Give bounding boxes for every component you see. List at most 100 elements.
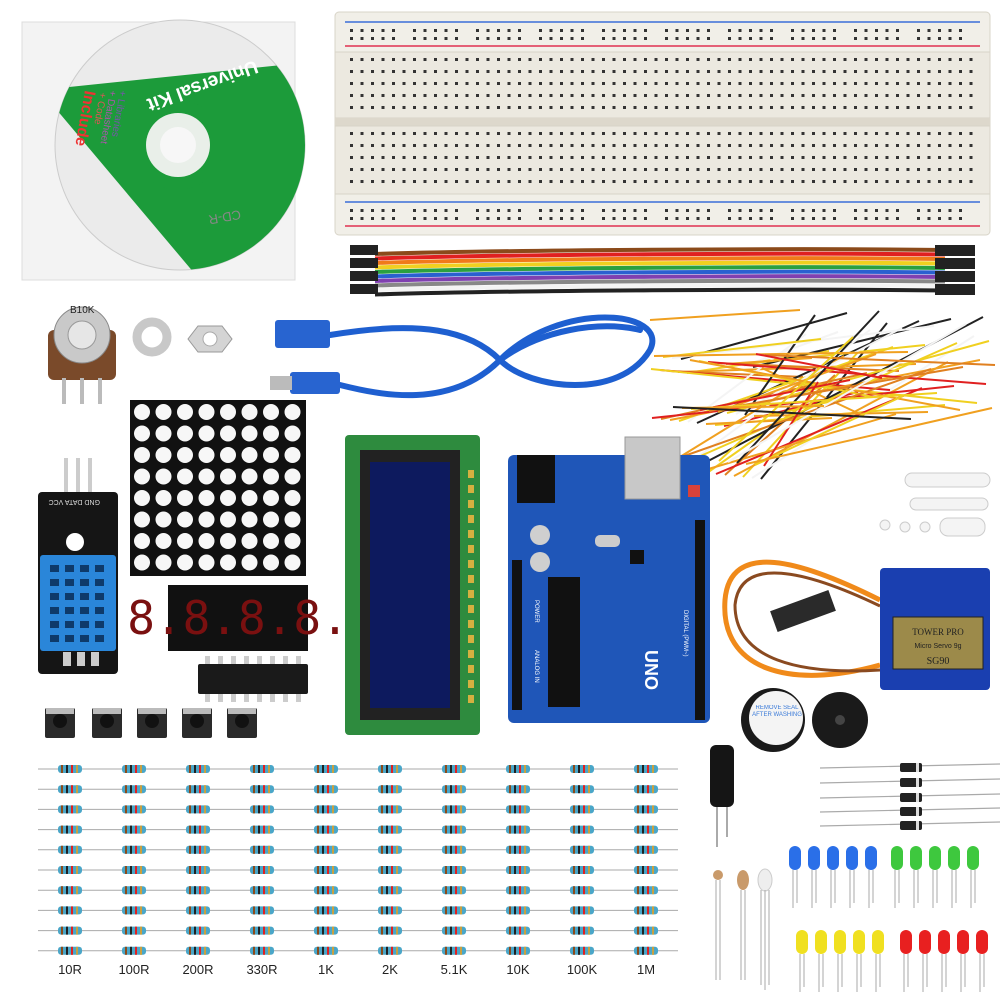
matrix-dot — [155, 511, 172, 528]
lcd-pin — [468, 635, 474, 643]
lcd-pin — [468, 485, 474, 493]
electrolytic-capacitor — [710, 745, 734, 847]
resistor-value-label: 10R — [58, 962, 82, 977]
resistor-value-label: 200R — [182, 962, 214, 977]
ic-pin — [218, 656, 223, 664]
ribbon-socket — [935, 284, 975, 295]
dht-vent — [80, 593, 89, 600]
matrix-dot — [263, 490, 279, 506]
servo-model: SG90 — [927, 656, 950, 667]
jumper-wire — [672, 406, 912, 420]
matrix-dot — [263, 511, 279, 528]
dc-jack — [517, 455, 555, 503]
ic-pin — [231, 656, 236, 664]
matrix-dot — [284, 490, 301, 506]
matrix-dot — [284, 468, 301, 485]
arduino-digital-label: DIGITAL (PWM~) — [682, 610, 688, 657]
dht-vent — [65, 565, 74, 572]
usb-b-port — [624, 436, 681, 500]
jumper-wire — [677, 363, 917, 373]
ribbon-pin — [350, 284, 378, 294]
jumper-wire — [707, 361, 987, 385]
matrix-dot — [134, 425, 150, 442]
dht-vent — [50, 607, 59, 614]
led — [891, 846, 903, 870]
ribbon-wire — [374, 287, 946, 297]
lcd-pin — [468, 650, 474, 658]
jumper-wire — [718, 336, 854, 462]
dht-vent — [80, 565, 89, 572]
cd-disc: Universal Kit Include + Code + Datasheet… — [54, 19, 306, 271]
matrix-dot — [198, 447, 215, 463]
dht-vent — [65, 635, 74, 642]
matrix-dot — [220, 468, 236, 485]
ic-pin — [270, 656, 275, 664]
lcd-pin — [468, 665, 474, 673]
matrix-dot — [198, 425, 215, 442]
jumper-wire — [662, 338, 822, 358]
matrix-dot — [155, 554, 172, 571]
matrix-dot — [134, 468, 150, 485]
ribbon-wire — [374, 247, 946, 256]
jumper-wire — [650, 368, 978, 404]
led — [846, 846, 858, 870]
resistor-value-label: 1M — [636, 962, 656, 977]
matrix-dot — [155, 404, 172, 420]
matrix-dot — [220, 404, 236, 420]
ic-pin — [257, 694, 262, 702]
passive-buzzer — [812, 692, 868, 748]
lcd-pin — [468, 590, 474, 598]
dht-vent — [95, 565, 104, 572]
jumper-wire — [652, 368, 932, 468]
jumper-wire — [717, 353, 877, 413]
reset-button — [688, 485, 700, 497]
ic-pin — [205, 656, 210, 664]
lcd-pin — [468, 680, 474, 688]
ic-pin — [283, 656, 288, 664]
matrix-dot — [241, 511, 258, 528]
dht-vent — [50, 593, 59, 600]
arduino-analog-label: ANALOG IN — [533, 650, 539, 683]
dht-vent — [95, 579, 104, 586]
ribbon-jumper-cable — [350, 245, 975, 297]
jumper-wire — [649, 309, 801, 321]
resistor-value-label: 5.1K — [440, 962, 468, 977]
ic-pin — [283, 694, 288, 702]
matrix-dot — [220, 447, 236, 463]
ic-chip — [198, 656, 308, 702]
lcd-pin — [468, 500, 474, 508]
matrix-dot — [284, 447, 301, 463]
jumper-wire — [705, 417, 833, 425]
jumper-wire — [755, 353, 883, 379]
led — [967, 846, 979, 870]
led-dot-matrix — [130, 400, 306, 576]
jumper-wire — [745, 407, 993, 465]
resistor-value-label: 2K — [382, 962, 398, 977]
led — [827, 846, 839, 870]
ic-pin — [296, 694, 301, 702]
dht-vent — [80, 579, 89, 586]
matrix-dot — [241, 533, 258, 549]
ribbon-wire — [374, 269, 946, 279]
dht-vent — [80, 621, 89, 628]
matrix-dot — [134, 554, 150, 571]
matrix-dot — [241, 404, 258, 420]
cd-media-label: CD-R — [207, 207, 242, 227]
dht-vent — [95, 621, 104, 628]
potentiometer: B10K — [48, 305, 116, 404]
led — [919, 930, 931, 954]
ribbon-wire — [374, 251, 946, 261]
matrix-dot — [134, 490, 150, 506]
jumper-wire — [653, 351, 909, 357]
lcd-pin — [468, 530, 474, 538]
usb-cable — [327, 314, 656, 399]
matrix-dot — [263, 533, 279, 549]
matrix-dot — [284, 533, 301, 549]
seven-segment-display: 8.8.8.8. — [127, 585, 349, 651]
lcd-pin — [468, 575, 474, 583]
matrix-dot — [177, 533, 193, 549]
rgb-led — [757, 868, 773, 990]
led — [865, 846, 877, 870]
matrix-dot — [241, 468, 258, 485]
